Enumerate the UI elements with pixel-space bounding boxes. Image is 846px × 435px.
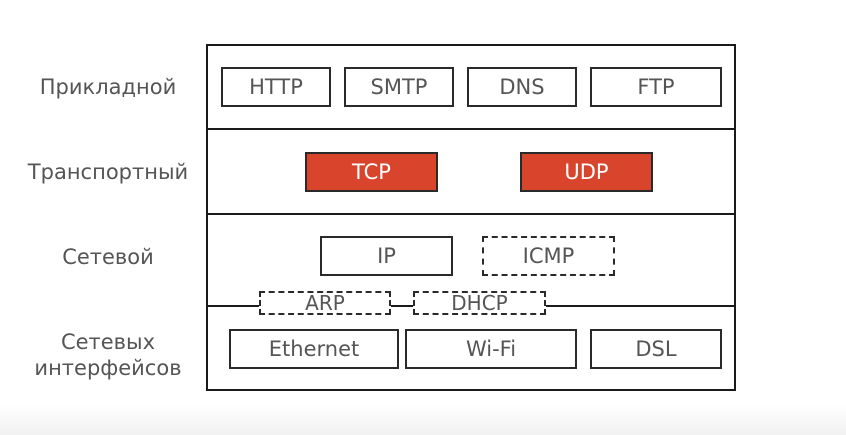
layer-divider-1 (206, 128, 736, 130)
layer-label-network: Сетевой (62, 245, 154, 269)
layer-divider-2 (206, 213, 736, 215)
protocol-ftp: FTP (590, 67, 722, 107)
protocol-http: HTTP (221, 67, 331, 107)
protocol-ip: IP (320, 236, 453, 276)
protocol-icmp: ICMP (482, 236, 615, 276)
protocol-arp: ARP (259, 291, 391, 315)
protocol-dhcp: DHCP (413, 291, 546, 315)
protocol-udp: UDP (520, 152, 653, 192)
protocol-tcp: TCP (305, 152, 438, 192)
protocol-dsl: DSL (590, 329, 722, 369)
protocol-wifi: Wi-Fi (405, 329, 577, 369)
layer-label-transport: Транспортный (27, 160, 189, 184)
protocol-dns: DNS (467, 67, 577, 107)
layer-label-application: Прикладной (39, 75, 177, 99)
protocol-smtp: SMTP (344, 67, 454, 107)
protocol-ethernet: Ethernet (229, 329, 399, 369)
bottom-shade (0, 405, 846, 435)
layer-label-link: Сетевых интерфейсов (34, 330, 182, 380)
